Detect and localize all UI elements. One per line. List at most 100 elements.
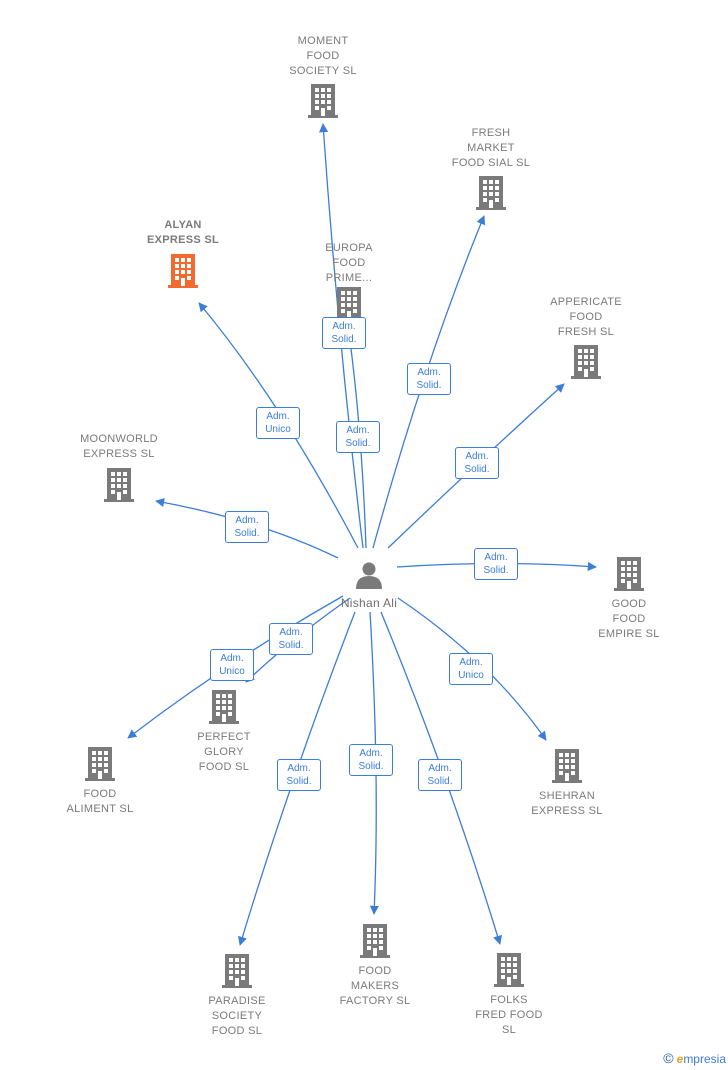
role-badge-europa[interactable]: Adm. Solid. <box>322 317 366 349</box>
company-label-line: ALYAN <box>164 219 202 231</box>
company-label-line: EUROPA <box>325 242 373 254</box>
role-badge-fresh[interactable]: Adm. Solid. <box>407 363 451 395</box>
company-label-paradise[interactable]: PARADISE SOCIETY FOOD SL <box>172 994 302 1039</box>
role-badge-makers[interactable]: Adm.Solid. <box>349 744 393 776</box>
building-icon[interactable] <box>85 747 115 781</box>
brand-name: mpresia <box>683 1052 726 1066</box>
role-badge-line: Solid. <box>234 528 260 539</box>
role-badge-line: Solid. <box>416 380 442 391</box>
building-icon[interactable] <box>360 924 390 958</box>
company-label-line: MOONWORLD <box>80 433 158 445</box>
building-icon[interactable] <box>209 690 239 724</box>
role-badge-line: Solid. <box>286 776 312 787</box>
role-badge-line: Adm. <box>235 515 259 526</box>
company-label-line: EXPRESS SL <box>531 805 603 817</box>
building-icon[interactable] <box>614 557 644 591</box>
role-badge-alyan[interactable]: Adm. Unico <box>256 407 300 439</box>
role-badge-folks[interactable]: Adm. Solid. <box>418 759 462 791</box>
building-icon[interactable] <box>476 176 506 210</box>
role-badge-line: Unico <box>265 424 291 435</box>
company-label-line: FRED FOOD <box>475 1009 543 1021</box>
company-label-line: PARADISE <box>208 995 266 1007</box>
role-badge-aliment[interactable]: Adm. Unico <box>210 649 254 681</box>
role-badge-line: Unico <box>219 666 245 677</box>
company-label-line: FACTORY SL <box>339 995 411 1007</box>
company-label-line: MARKET <box>467 142 515 154</box>
building-icon[interactable] <box>494 953 524 987</box>
company-label-line: EXPRESS SL <box>146 234 220 246</box>
company-label-line: ALIMENT SL <box>66 803 134 815</box>
company-label-line: FRESH <box>471 127 511 139</box>
role-badge-line: Adm. <box>346 425 370 436</box>
company-label-folks[interactable]: FOLKS FRED FOOD SL <box>444 993 574 1038</box>
company-label-perfect[interactable]: PERFECT GLORY FOOD SL <box>159 730 289 775</box>
role-badge-line: Solid. <box>331 334 357 345</box>
company-label-europa[interactable]: EUROPA FOOD PRIME... <box>284 241 414 286</box>
role-badge-line: Adm. <box>220 653 244 664</box>
company-label-line: FOOD <box>358 965 392 977</box>
building-icon[interactable] <box>334 287 364 321</box>
company-label-line: EMPIRE SL <box>598 628 660 640</box>
role-badge-line: Adm. <box>459 657 483 668</box>
company-label-line: PRIME... <box>325 272 373 284</box>
role-badge-perfect[interactable]: Adm. Solid. <box>269 623 313 655</box>
building-icon[interactable] <box>168 254 198 288</box>
company-label-line: SOCIETY SL <box>289 65 357 77</box>
role-badge-line: Adm. <box>484 552 508 563</box>
person-icon[interactable] <box>356 562 382 590</box>
company-label-line: APPERICATE <box>550 296 622 308</box>
company-label-shehran[interactable]: SHEHRAN EXPRESS SL <box>502 789 632 819</box>
role-badge-line: Adm. <box>428 763 452 774</box>
company-label-moment[interactable]: MOMENT FOOD SOCIETY SL <box>258 34 388 79</box>
building-icon[interactable] <box>222 954 252 988</box>
role-badge-line: Solid. <box>278 640 304 651</box>
role-badge-moonworld[interactable]: Adm. Solid. <box>225 511 269 543</box>
company-label-line: FOOD <box>306 50 340 62</box>
company-label-aliment[interactable]: FOOD ALIMENT SL <box>35 787 165 817</box>
role-badge-line: Solid. <box>427 776 453 787</box>
watermark: ©empresia <box>663 1050 726 1066</box>
company-label-line: SHEHRAN <box>539 790 595 802</box>
role-badge-line: Solid. <box>464 464 490 475</box>
role-badge-line: Adm. <box>332 321 356 332</box>
role-badge-line: Adm. <box>417 367 441 378</box>
role-badge-paradise[interactable]: Adm. Solid. <box>277 759 321 791</box>
copyright-symbol: © <box>663 1050 674 1066</box>
role-badge-line: Adm. <box>266 411 290 422</box>
role-badge-shehran[interactable]: Adm.Unico <box>449 653 493 685</box>
company-label-alyan[interactable]: ALYAN EXPRESS SL <box>118 218 248 248</box>
company-label-line: GLORY <box>204 746 244 758</box>
person-name[interactable]: Nishan Ali <box>340 596 398 610</box>
role-badge-line: Solid. <box>483 565 509 576</box>
company-label-line: FOOD <box>332 257 366 269</box>
role-badge-line: Adm. <box>465 451 489 462</box>
company-label-makers[interactable]: FOOD MAKERS FACTORY SL <box>310 964 440 1009</box>
company-label-line: SL <box>501 1024 517 1036</box>
company-label-line: FOLKS <box>490 994 528 1006</box>
company-label-line: SOCIETY <box>211 1010 263 1022</box>
role-badge-line: Adm. <box>287 763 311 774</box>
role-badge-line: Adm. <box>279 627 303 638</box>
company-label-line: FOOD <box>569 311 603 323</box>
role-badge-goodfood[interactable]: Adm. Solid. <box>474 548 518 580</box>
company-label-line: PERFECT <box>197 731 251 743</box>
company-label-line: MOMENT <box>297 35 349 47</box>
building-icon[interactable] <box>104 468 134 502</box>
company-label-line: FOOD <box>83 788 117 800</box>
building-icon[interactable] <box>552 749 582 783</box>
company-label-line: GOOD <box>611 598 647 610</box>
company-label-line: MAKERS <box>350 980 400 992</box>
company-label-line: FOOD SIAL SL <box>451 157 531 169</box>
building-icon[interactable] <box>571 345 601 379</box>
company-label-line: FOOD SL <box>211 1025 263 1037</box>
building-icon[interactable] <box>308 84 338 118</box>
role-badge-line: Solid. <box>345 438 371 449</box>
role-badge-moment[interactable]: Adm. Solid. <box>336 421 380 453</box>
role-badge-appericate[interactable]: Adm. Solid. <box>455 447 499 479</box>
company-label-fresh[interactable]: FRESH MARKET FOOD SIAL SL <box>426 126 556 171</box>
company-label-line: FOOD SL <box>198 761 250 773</box>
